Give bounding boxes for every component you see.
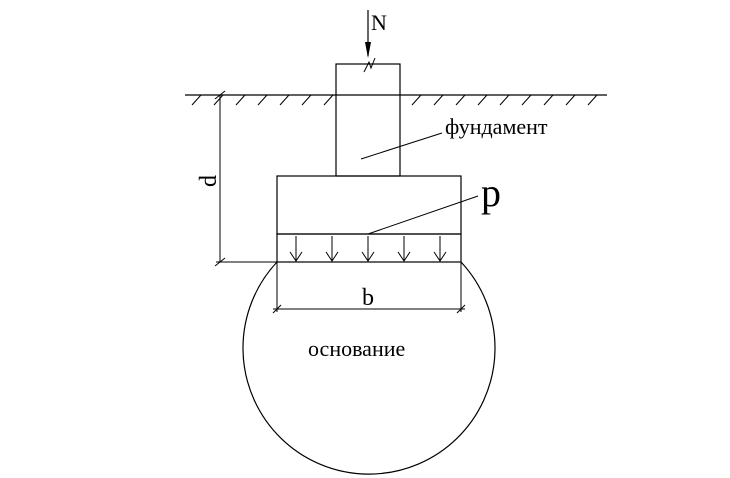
hatch-tick xyxy=(477,94,488,106)
foundation-label: фундамент xyxy=(445,114,548,139)
pressure-arrow-head xyxy=(289,251,303,262)
depth-tick-bottom xyxy=(214,257,226,267)
hatch-tick xyxy=(279,94,290,106)
depth-tick-top xyxy=(214,90,226,100)
pressure-arrow-head xyxy=(433,251,447,262)
ground-hatching xyxy=(191,94,598,106)
hatch-tick xyxy=(455,94,466,106)
foundation-leader xyxy=(360,132,443,160)
hatch-tick xyxy=(565,94,576,106)
hatch-tick xyxy=(323,94,334,106)
base-circle xyxy=(242,261,496,475)
foundation-column xyxy=(335,63,401,177)
hatch-tick xyxy=(301,94,312,106)
width-label: b xyxy=(362,285,374,311)
pressure-band xyxy=(276,233,462,263)
hatch-tick xyxy=(213,94,224,106)
force-break-mark xyxy=(363,57,376,73)
pressure-leader xyxy=(367,195,479,235)
force-label: N xyxy=(371,10,387,35)
pressure-arrow-head xyxy=(361,251,375,262)
pressure-arrows xyxy=(289,236,447,262)
hatch-tick xyxy=(499,94,510,106)
hatch-tick xyxy=(433,94,444,106)
depth-label: d xyxy=(196,175,222,187)
hatch-tick xyxy=(543,94,554,106)
width-tick-left xyxy=(272,304,282,314)
base-label: основание xyxy=(308,336,405,361)
hatch-tick xyxy=(587,94,598,106)
hatch-tick xyxy=(235,94,246,106)
pressure-label: p xyxy=(481,170,501,215)
foundation-slab xyxy=(276,175,462,235)
hatch-tick xyxy=(191,94,202,106)
force-arrow-head xyxy=(365,42,371,58)
pressure-arrow-head xyxy=(397,251,411,262)
hatch-tick xyxy=(521,94,532,106)
width-tick-right xyxy=(456,304,466,314)
pressure-arrow-head xyxy=(325,251,339,262)
hatch-tick xyxy=(411,94,422,106)
hatch-tick xyxy=(257,94,268,106)
